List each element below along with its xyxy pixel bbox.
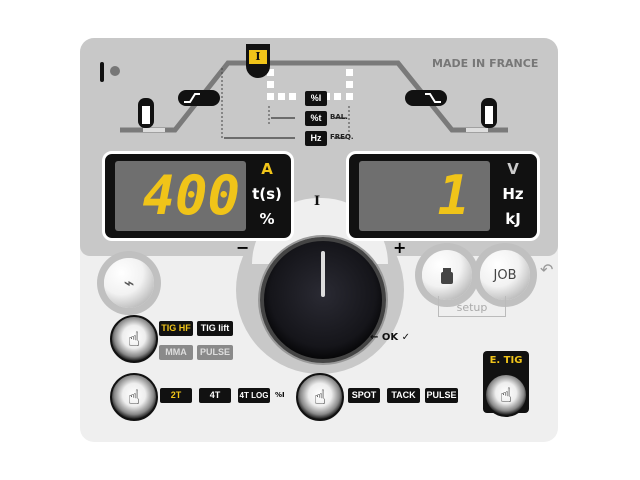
knob-indicator	[321, 251, 325, 297]
plus-label: +	[393, 238, 407, 257]
weld-tack: TACK	[387, 388, 420, 403]
unit-percent: %	[259, 210, 275, 228]
weld-mode-button[interactable]: ☝	[296, 373, 344, 421]
current-marker: I	[246, 44, 270, 78]
unit-seconds: t(s)	[252, 185, 282, 203]
made-in-label: MADE IN FRANCE	[432, 57, 539, 70]
unit-volts: V	[507, 160, 519, 178]
torch-icon: ⌁	[123, 272, 135, 294]
freq-label: FREQ.	[330, 133, 354, 141]
mode-tig-lift: TIG lift	[197, 321, 233, 336]
mode-mma: MMA	[159, 345, 193, 360]
hand-icon: ☝	[313, 385, 327, 409]
adjustment-knob[interactable]	[260, 237, 386, 363]
mode-pulse: PULSE	[197, 345, 233, 360]
weld-pulse: PULSE	[425, 388, 458, 403]
unit-kilojoules: kJ	[505, 210, 521, 228]
trigger-2t: 2T	[160, 388, 192, 403]
pct-t-label: %t	[305, 111, 327, 126]
unit-amps: A	[261, 160, 273, 178]
pct-i-label: %I	[305, 91, 327, 106]
weld-spot: SPOT	[348, 388, 380, 403]
purge-button[interactable]: ⌁	[104, 258, 154, 308]
gas-bottle-icon	[481, 98, 497, 128]
etig-button[interactable]: ☝	[484, 373, 528, 417]
thermal-indicator-led	[110, 66, 120, 76]
setup-bracket: setup	[438, 296, 506, 317]
gas-bottle-icon	[138, 98, 154, 128]
minus-label: −	[236, 238, 250, 257]
unit-hertz: Hz	[502, 185, 524, 203]
etig-label: E. TIG	[489, 355, 523, 366]
right-display: 1 V Hz kJ	[346, 151, 540, 241]
setup-label: setup	[456, 301, 488, 314]
bal-label: BAL.	[330, 113, 348, 121]
hand-icon: ☝	[499, 383, 513, 407]
lock-icon	[441, 271, 453, 284]
lock-button[interactable]	[422, 250, 472, 300]
ok-label: ← OK ✓	[370, 332, 410, 343]
trigger-mode-button[interactable]: ☝	[110, 373, 158, 421]
left-display: 400 A t(s) %	[102, 151, 294, 241]
downslope-icon	[405, 90, 447, 106]
hand-icon: ☝	[127, 327, 141, 351]
trigger-4t-log: 4T LOG	[238, 388, 270, 403]
upslope-icon	[178, 90, 220, 106]
waveform-diagram	[120, 60, 508, 139]
thermometer-icon	[100, 62, 104, 82]
knob-label: I	[314, 194, 321, 209]
secondary-readout: 1	[437, 164, 470, 227]
mode-tig-hf: TIG HF	[159, 321, 193, 336]
trigger-4t: 4T	[199, 388, 231, 403]
current-readout: 400	[142, 164, 240, 227]
hz-label: Hz	[305, 131, 327, 146]
process-mode-button[interactable]: ☝	[110, 315, 158, 363]
job-button[interactable]: JOB	[480, 250, 530, 300]
trigger-pct-i: %I	[275, 391, 285, 399]
back-icon[interactable]: ↶	[540, 260, 554, 279]
hand-icon: ☝	[127, 385, 141, 409]
